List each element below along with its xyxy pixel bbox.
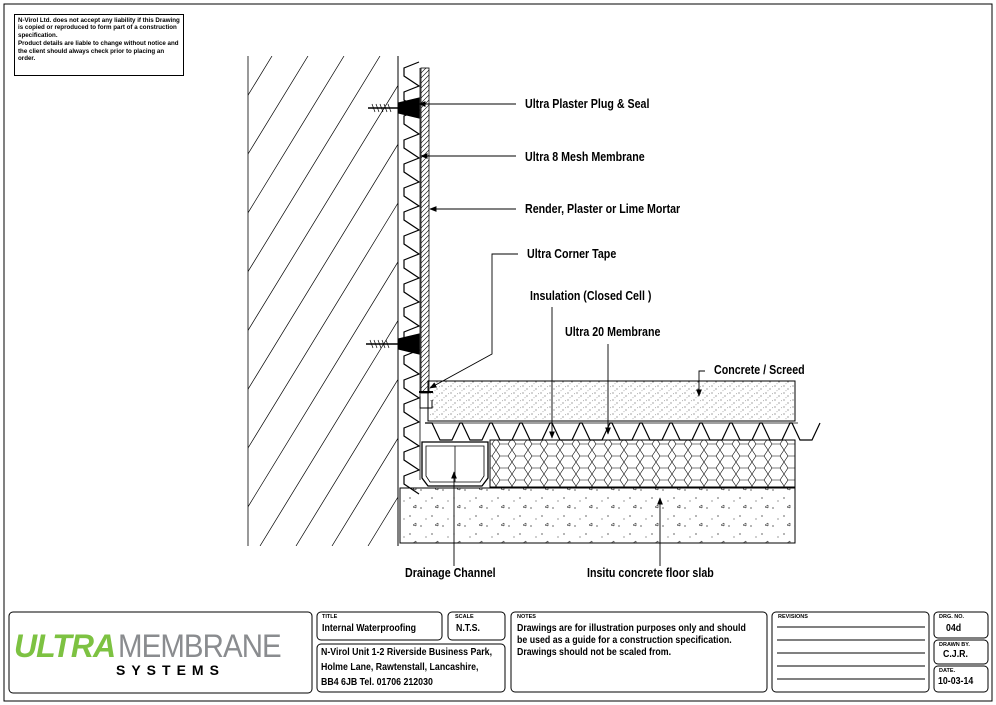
date-value: 10-03-14 — [938, 676, 974, 687]
drawn-by-label: DRAWN BY. — [939, 642, 970, 648]
disclaimer-copy-notice: N-Virol Ltd. does not accept any liabili… — [18, 17, 180, 39]
drg-no-value: 04d — [946, 623, 962, 634]
notes-label: NOTES — [517, 614, 536, 620]
sheet-border — [3, 3, 993, 702]
notes-line-3: Drawings should not be scaled from. — [517, 647, 672, 658]
callout-insulation: Insulation (Closed Cell ) — [530, 288, 652, 303]
callout-concrete-screed: Concrete / Screed — [714, 362, 805, 377]
callout-membrane20: Ultra 20 Membrane — [565, 324, 661, 339]
corner-tape — [419, 396, 433, 409]
callout-corner-tape: Ultra Corner Tape — [527, 246, 617, 261]
ultra-membrane-logo: ULTRA MEMBRANE SYSTEMS — [14, 628, 310, 680]
callout-floor-slab: Insitu concrete floor slab — [587, 565, 714, 580]
scale-label: SCALE — [455, 614, 474, 620]
leader-lines — [418, 101, 705, 566]
closed-cell-insulation — [489, 439, 796, 488]
date-label: DATE. — [939, 668, 956, 674]
concrete-screed — [427, 380, 796, 422]
notes-line-1: Drawings are for illustration purposes o… — [517, 623, 746, 634]
logo-systems: SYSTEMS — [116, 662, 225, 678]
ultra20-membrane — [425, 422, 821, 441]
callout-plug-seal: Ultra Plaster Plug & Seal — [525, 96, 650, 111]
callout-drainage-channel: Drainage Channel — [405, 565, 496, 580]
liability-disclaimer: N-Virol Ltd. does not accept any liabili… — [14, 14, 184, 76]
callout-mesh-membrane: Ultra 8 Mesh Membrane — [525, 149, 645, 164]
drg-no-label: DRG. NO. — [939, 614, 965, 620]
title-label: TITLE — [322, 614, 338, 620]
drainage-channel-body — [421, 441, 489, 487]
plaster-plug-lower — [366, 333, 420, 355]
drawing-title: Internal Waterproofing — [322, 623, 417, 634]
notes-line-2: be used as a guide for a construction sp… — [517, 635, 732, 646]
scale-value: N.T.S. — [456, 623, 480, 634]
plaster-plug-upper — [368, 97, 420, 119]
address-line-1: N-Virol Unit 1-2 Riverside Business Park… — [321, 647, 493, 658]
drawn-by-value: C.J.R. — [943, 649, 968, 660]
logo-membrane: MEMBRANE — [118, 628, 282, 664]
title-block-frames — [8, 611, 989, 694]
callout-render: Render, Plaster or Lime Mortar — [525, 201, 681, 216]
address-line-2: Holme Lane, Rawtenstall, Lancashire, — [321, 662, 479, 673]
revisions-label: REVISIONS — [778, 614, 808, 620]
concrete-floor-slab — [399, 487, 796, 544]
address-line-3: BB4 6JB Tel. 01706 212030 — [321, 677, 433, 688]
disclaimer-product-notice: Product details are liable to change wit… — [18, 40, 179, 63]
logo-ultra: ULTRA — [14, 628, 116, 664]
mesh-membrane-profile — [403, 61, 421, 495]
masonry-wall — [248, 56, 398, 546]
